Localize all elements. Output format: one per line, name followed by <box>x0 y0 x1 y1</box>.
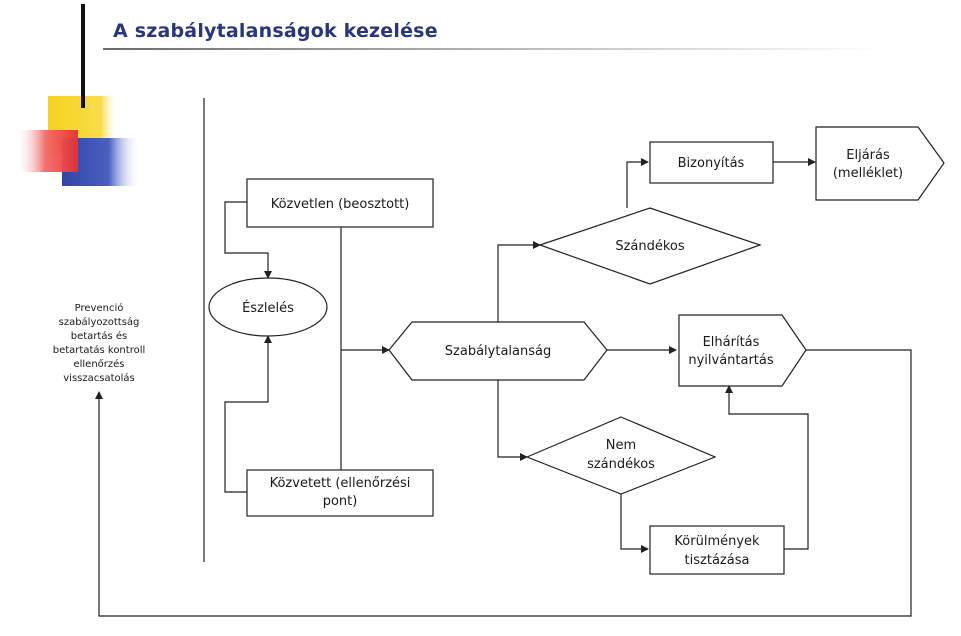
diamond-szandekos <box>538 207 762 285</box>
prevencio-line: szabályozottság <box>59 316 140 328</box>
title-underline <box>103 48 883 50</box>
connector-feedback-loop <box>95 349 912 617</box>
pentagon-eljaras <box>815 126 945 201</box>
connector-korulmenyek-elharitas <box>725 385 809 550</box>
diamond-nem-szandekos <box>525 416 717 495</box>
connector-to-szandekos <box>497 241 541 322</box>
label-nem-szandekos-1: Nem <box>606 438 636 453</box>
page-title: A szabálytalanságok kezelése <box>113 20 438 42</box>
pentagon-elharitas <box>678 314 807 387</box>
label-korulmenyek-1: Körülmények <box>674 534 760 549</box>
prevencio-line: ellenőrzés <box>73 358 124 370</box>
prevencio-line: betartás és <box>71 330 127 342</box>
connector-to-korulmenyek <box>620 494 649 553</box>
prevencio-line: betartatás kontroll <box>53 344 146 356</box>
label-elharitas-2: nyilvántartás <box>688 353 774 368</box>
hexagon-szabalytalansag <box>388 321 608 381</box>
connectors <box>95 158 912 617</box>
label-elharitas-1: Elhárítás <box>703 335 760 350</box>
label-korulmenyek-2: tisztázása <box>685 553 750 568</box>
box-kozvetett <box>246 469 434 517</box>
label-kozvetlen: Közvetlen (beosztott) <box>271 197 410 212</box>
box-kozvetlen <box>246 178 434 228</box>
connector-kozvetlen-eszleles <box>224 201 272 279</box>
decor-vertical-bar <box>81 4 85 108</box>
label-kozvetett-1: Közvetett (ellenőrzési <box>270 476 411 491</box>
connector-to-nem-szandekos <box>497 380 528 461</box>
prevencio-line: Prevenció <box>75 302 124 314</box>
label-nem-szandekos-2: szándékos <box>587 457 655 472</box>
prevencio-annotation: Prevenció szabályozottság betartás és be… <box>53 302 146 384</box>
label-eljaras-1: Eljárás <box>846 148 890 163</box>
prevencio-line: visszacsatolás <box>63 372 134 384</box>
ellipse-eszleles <box>208 277 328 337</box>
label-eszleles: Észlelés <box>242 300 294 316</box>
label-eljaras-2: (melléklet) <box>833 166 903 181</box>
label-szabalytalansag: Szabálytalanság <box>445 344 551 359</box>
connector-to-bizonyitas <box>626 158 649 208</box>
connector-kozvetett-eszleles <box>224 335 272 493</box>
box-korulmenyek <box>649 525 785 575</box>
label-bizonyitas: Bizonyítás <box>678 156 745 171</box>
label-kozvetett-2: pont) <box>323 494 358 509</box>
decor-red-square <box>18 130 78 172</box>
label-szandekos: Szándékos <box>615 239 685 254</box>
box-bizonyitas <box>649 141 774 184</box>
